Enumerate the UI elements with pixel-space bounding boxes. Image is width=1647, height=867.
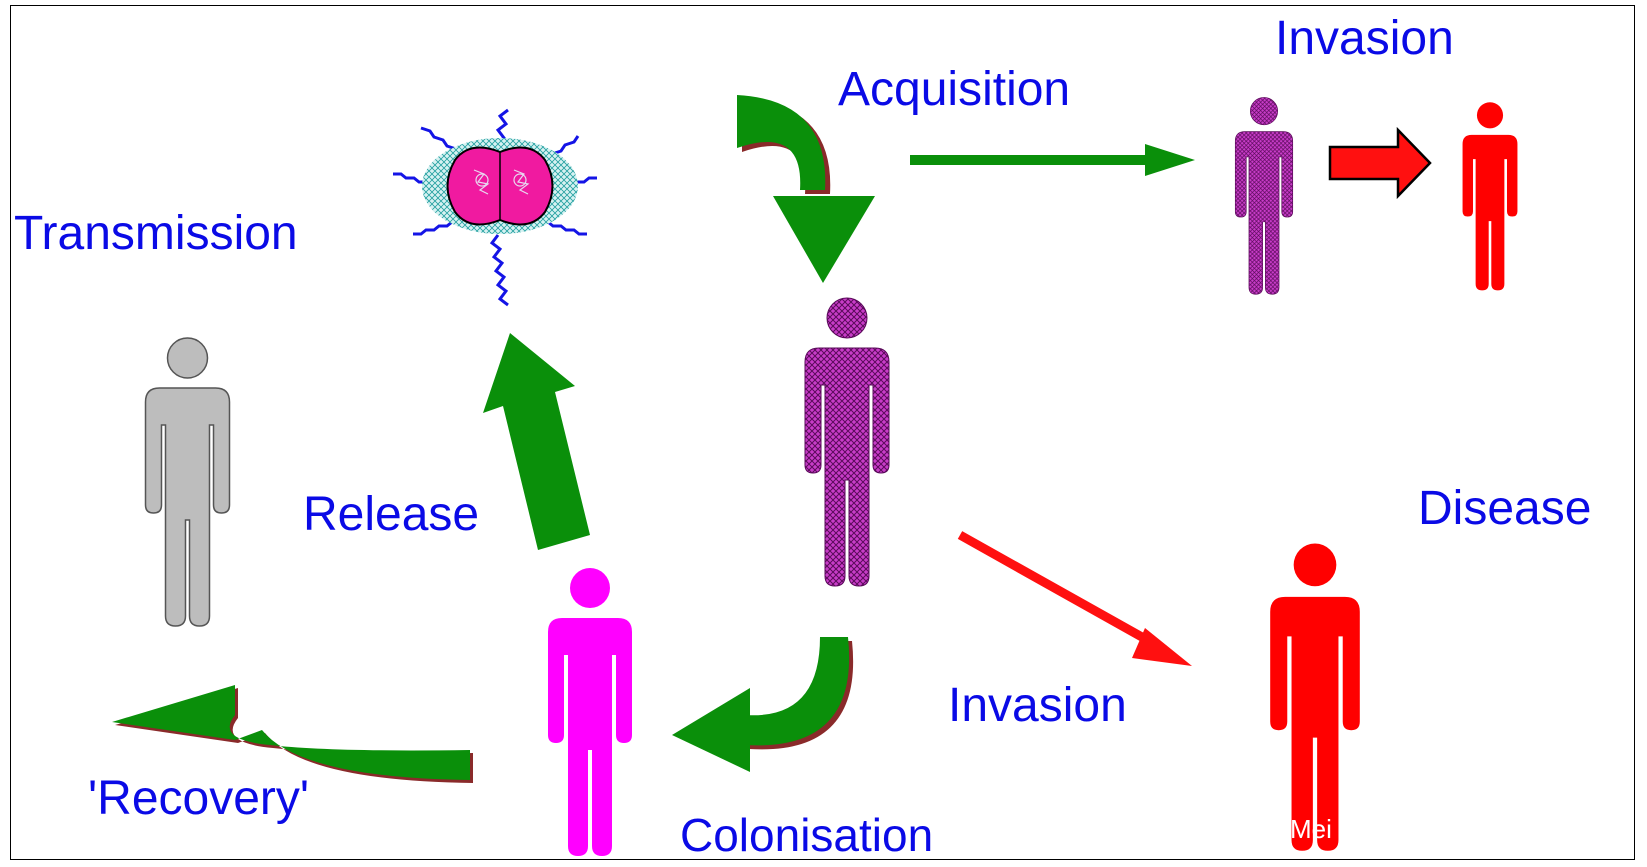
label-release: Release [303,491,479,539]
carrier-small-person-icon [1235,97,1292,294]
bacterium-icon [393,110,597,305]
acquisition-straight-arrow [910,144,1195,176]
label-acquisition: Acquisition [838,66,1070,114]
release-arrow [483,333,590,550]
label-colonisation: Colonisation [680,812,933,858]
disease-person-icon [1270,544,1360,851]
recovered-person-icon [146,338,230,626]
carrier-person-icon [805,298,889,586]
colonised-person-icon [548,568,632,856]
disease-small-person-icon [1463,102,1518,290]
watermark-text: Mei [1290,816,1332,842]
label-invasion-top: Invasion [1275,15,1454,63]
recovery-arrow [112,685,473,783]
label-invasion-middle: Invasion [948,682,1127,730]
acquisition-curved-arrow [737,95,875,283]
invasion-block-arrow [1330,130,1430,196]
label-transmission: Transmission [14,210,298,258]
colonisation-curved-arrow [672,637,853,772]
invasion-diagonal-arrow [960,535,1192,666]
label-recovery: 'Recovery' [88,775,309,823]
label-disease: Disease [1418,485,1591,533]
